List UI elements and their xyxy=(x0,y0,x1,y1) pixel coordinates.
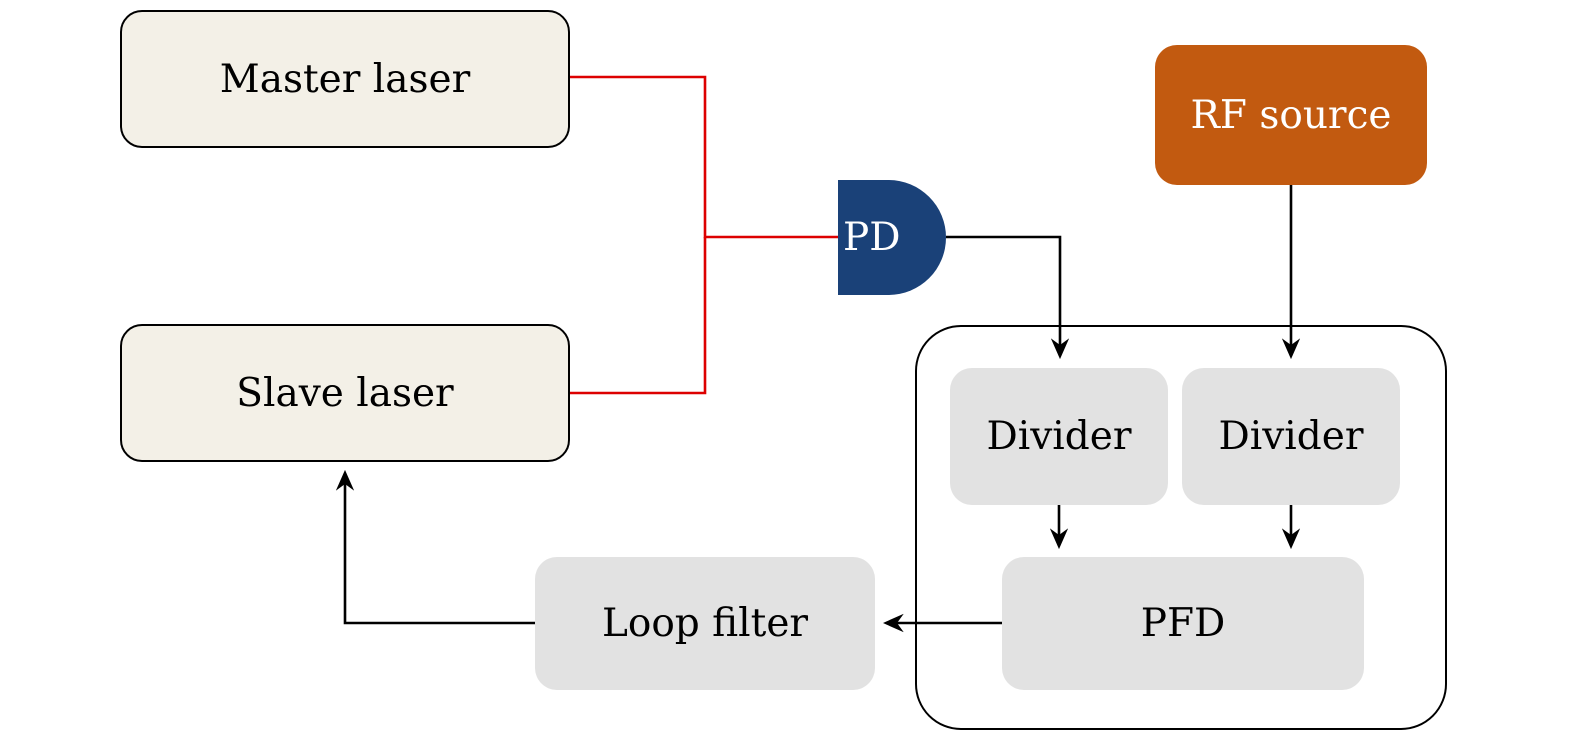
signal-path-loop-filter-to-slave xyxy=(335,469,535,625)
pfd-label: PFD xyxy=(1140,601,1226,646)
slave-laser-node: Slave laser xyxy=(120,324,570,462)
master-laser-label: Master laser xyxy=(219,56,471,102)
rf-source-label: RF source xyxy=(1190,92,1392,138)
photodetector-label: PD xyxy=(843,215,901,260)
loop-filter-label: Loop filter xyxy=(601,601,809,646)
master-laser-node: Master laser xyxy=(120,10,570,148)
divider-left-label: Divider xyxy=(986,414,1132,459)
optical-path-master-to-pd xyxy=(570,75,840,239)
divider-left-node: Divider xyxy=(950,368,1168,505)
rf-source-node: RF source xyxy=(1155,45,1427,185)
slave-laser-label: Slave laser xyxy=(236,370,454,416)
pfd-node: PFD xyxy=(1002,557,1364,690)
loop-filter-node: Loop filter xyxy=(535,557,875,690)
photodetector-node: PD xyxy=(838,180,946,295)
pll-enclosure xyxy=(915,325,1447,730)
optical-path-slave-to-junction xyxy=(570,237,707,395)
divider-right-label: Divider xyxy=(1218,414,1364,459)
divider-right-node: Divider xyxy=(1182,368,1400,505)
